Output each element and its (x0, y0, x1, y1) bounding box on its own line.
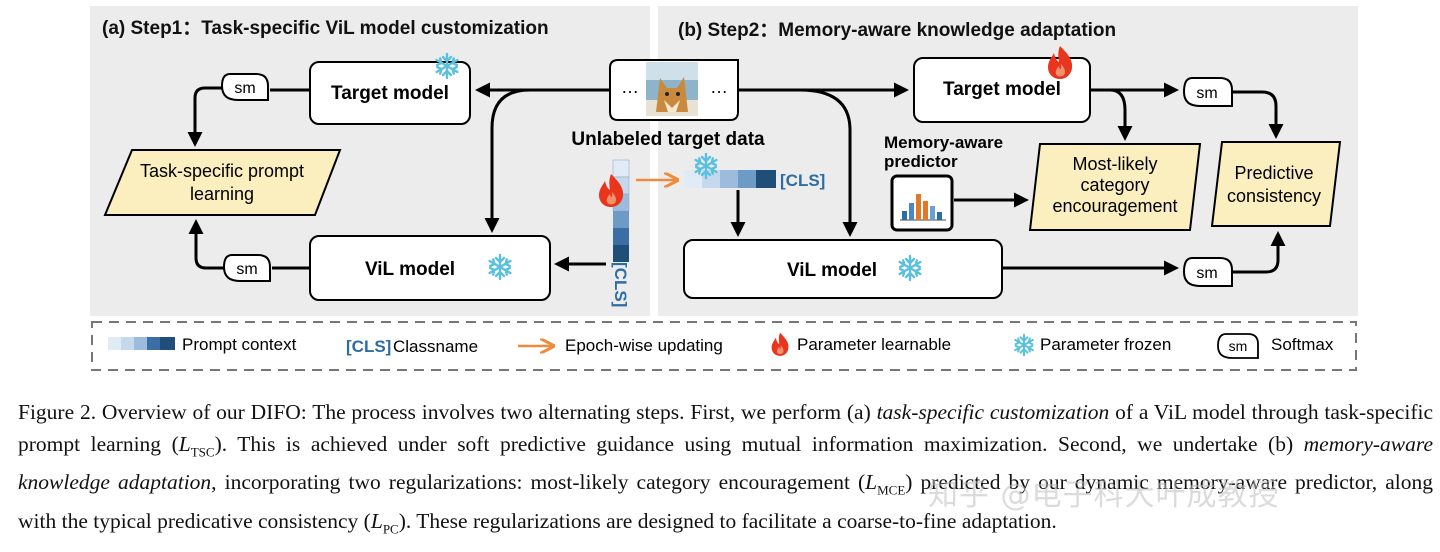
step2-title: (b) Step2：Memory-aware knowledge adaptat… (678, 20, 1116, 41)
legend-cls-tag: [CLS] (346, 337, 391, 356)
dog-image (646, 62, 698, 116)
mce-box (1028, 143, 1202, 231)
step1-target-model-box (309, 61, 471, 125)
figure-caption: Figure 2. Overview of our DIFO: The proc… (18, 400, 1434, 537)
difo-overview-figure: (a) Step1：Task-specific ViL model custom… (90, 6, 1358, 371)
mce-line1: Most-likely (1072, 154, 1157, 174)
legend-prompt-context: Prompt context (182, 335, 297, 354)
predictor-label-line2: predictor (884, 152, 958, 171)
unlabeled-data-label: Unlabeled target data (571, 129, 765, 150)
horizontal-prompt-context (684, 170, 776, 188)
legend-classname: Classname (393, 337, 478, 356)
step1-title: (a) Step1：Task-specific ViL model custom… (102, 18, 549, 39)
legend-prompt-context-icon (108, 337, 175, 350)
predictor-bar-chart-icon (900, 194, 946, 221)
step2-target-model-label: Target model (943, 79, 1061, 100)
horizontal-cls-label: [CLS] (780, 171, 825, 190)
step2-vil-model-label: ViL model (787, 260, 877, 281)
legend-box (91, 321, 1357, 371)
legend-learnable: Parameter learnable (797, 335, 951, 354)
predictor-icon-frame (890, 174, 954, 232)
pc-line2: consistency (1227, 186, 1321, 206)
step1-sm-top-label: sm (234, 80, 255, 97)
step2-sm-bottom (1182, 257, 1233, 287)
step1-sm-bottom-label: sm (236, 261, 257, 278)
prompt-learning-line1: Task-specific prompt (140, 161, 304, 181)
predictor-label-line1: Memory-aware (884, 133, 1003, 152)
step1-sm-top (220, 73, 269, 101)
step1-vil-model-label: ViL model (365, 259, 455, 280)
pc-line1: Predictive (1234, 163, 1313, 183)
prompt-learning-line2: learning (190, 184, 254, 204)
mce-line3: encouragement (1052, 196, 1177, 216)
step2-sm-top-label: sm (1196, 85, 1217, 102)
step2-sm-top (1182, 77, 1233, 107)
legend-frozen: Parameter frozen (1040, 335, 1171, 354)
zhihu-watermark: 知乎 @电子科大叶成教授 (928, 478, 1280, 513)
step2-sm-bottom-label: sm (1196, 265, 1217, 282)
legend-softmax: Softmax (1271, 335, 1334, 354)
step1-target-model-label: Target model (331, 83, 449, 104)
vertical-prompt-context (612, 159, 630, 262)
prompt-learning-box (103, 149, 342, 216)
ellipsis-left: … (621, 77, 639, 97)
step2-arrows (730, 82, 1286, 276)
ellipsis-right: … (710, 77, 728, 97)
step1-arrows (187, 82, 610, 272)
pc-box (1210, 141, 1342, 227)
legend-epoch-update: Epoch-wise updating (565, 336, 723, 355)
legend-sm-icon (1217, 333, 1259, 359)
vertical-cls-label: [CLS] (611, 262, 630, 307)
step1-sm-bottom (222, 254, 271, 282)
legend-sm-label: sm (1229, 338, 1248, 354)
mce-line2: category (1080, 175, 1149, 195)
